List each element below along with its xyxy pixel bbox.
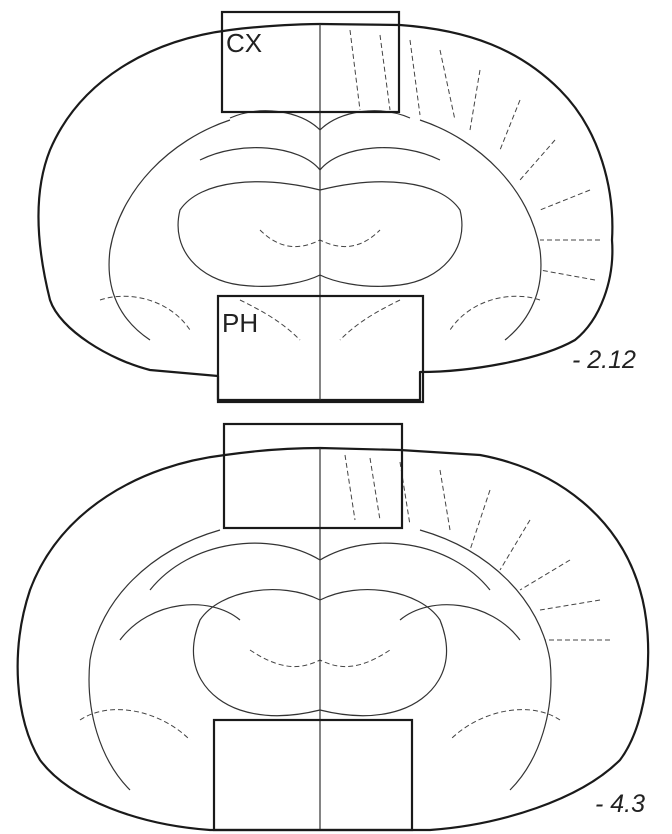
level-label-upper: - 2.12 xyxy=(572,346,636,374)
region-box-cortex-lower xyxy=(224,424,402,528)
section-upper: CX PH - 2.12 xyxy=(38,12,636,402)
section-lower: - 4.3 xyxy=(18,424,649,830)
level-label-lower: - 4.3 xyxy=(595,790,645,818)
brain-outline-upper xyxy=(38,24,612,400)
cortex-boundary-upper xyxy=(109,120,541,340)
region-label-ph: PH xyxy=(222,308,258,338)
cortex-dashes-upper xyxy=(350,30,600,280)
brain-outline-lower xyxy=(18,448,649,830)
region-label-cx: CX xyxy=(226,28,262,58)
cortex-dashes-lower xyxy=(345,455,610,640)
region-box-ph-lower xyxy=(214,720,412,830)
